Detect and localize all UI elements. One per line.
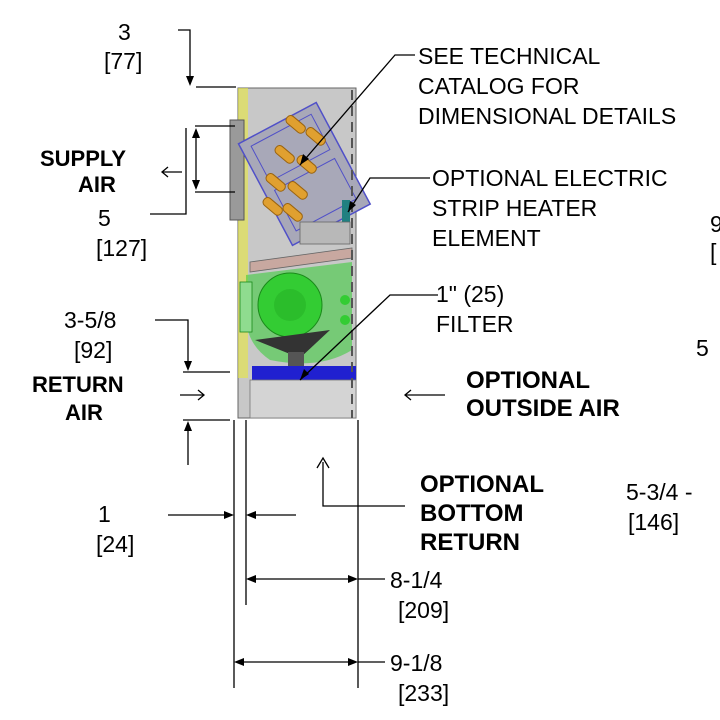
return-line-2: AIR [65,400,103,425]
dimension-lines [150,29,385,688]
dim-supply-metric: [127] [96,235,147,261]
unit-cabinet [229,87,372,419]
dim-right-c-metric: [146] [628,509,679,535]
dim-outer-value: 9-1/8 [390,650,442,676]
outside-line-1: OPTIONAL [466,367,590,394]
callout-technical: SEE TECHNICAL CATALOG FOR DIMENSIONAL DE… [418,43,676,129]
airflow-arrows [160,166,445,507]
return-air-label: RETURN AIR [32,372,124,425]
dim-inner-metric: [209] [398,597,449,623]
dim-right-c-value: 5-3/4 - [626,479,692,505]
dim-right-a-metric: [ [710,239,717,265]
supply-line-2: AIR [78,172,116,197]
outside-line-2: OUTSIDE AIR [466,395,620,422]
dim-outer-metric: [233] [398,680,449,706]
dim-return-metric: [92] [74,337,112,363]
callout-heater: OPTIONAL ELECTRIC STRIP HEATER ELEMENT [432,165,668,251]
return-line-1: RETURN [32,372,124,397]
leader-lines [299,54,438,381]
technical-leader [299,54,415,166]
heater-line-1: OPTIONAL ELECTRIC [432,165,668,191]
heater-leader [347,177,430,213]
dim-gap-metric: [24] [96,531,134,557]
dim-right-b-value: 5 [696,335,709,361]
return-plenum [249,379,357,419]
bottom-return-arrow [322,462,405,507]
dim-return-value: 3-5/8 [64,307,116,333]
bottom-line-1: OPTIONAL [420,471,544,498]
supply-air-label: SUPPLY AIR [40,146,126,197]
dim-gap-value: 1 [98,501,111,527]
bottom-line-2: BOTTOM [420,500,524,527]
heater-line-2: STRIP HEATER [432,195,597,221]
technical-line-2: CATALOG FOR [418,73,579,99]
dim-supply-value: 5 [98,205,111,231]
filter-line-1: 1" (25) [436,281,504,307]
outside-air-label: OPTIONAL OUTSIDE AIR [466,367,620,422]
supply-line-1: SUPPLY [40,146,126,171]
dim-top-metric: [77] [104,48,142,74]
technical-line-3: DIMENSIONAL DETAILS [418,103,676,129]
callout-filter: 1" (25) FILTER [436,281,514,337]
heater-element [342,200,350,230]
heater-line-3: ELEMENT [432,225,541,251]
side-strip [238,88,248,378]
filter-line-2: FILTER [436,311,514,337]
technical-line-1: SEE TECHNICAL [418,43,601,69]
bottom-return-label: OPTIONAL BOTTOM RETURN [420,471,544,556]
dimension-labels: 3 [77] 5 [127] 3-5/8 [92] 1 [24] 8-1/4 [… [64,19,720,706]
dim-inner-value: 8-1/4 [390,567,443,593]
dim-right-a-value: 9 [710,211,720,237]
supply-flange [229,119,245,221]
motor-base [255,330,330,358]
motor-control [239,281,253,333]
filter-leader [299,294,438,381]
bottom-line-3: RETURN [420,529,520,556]
dim-top-value: 3 [118,19,131,45]
